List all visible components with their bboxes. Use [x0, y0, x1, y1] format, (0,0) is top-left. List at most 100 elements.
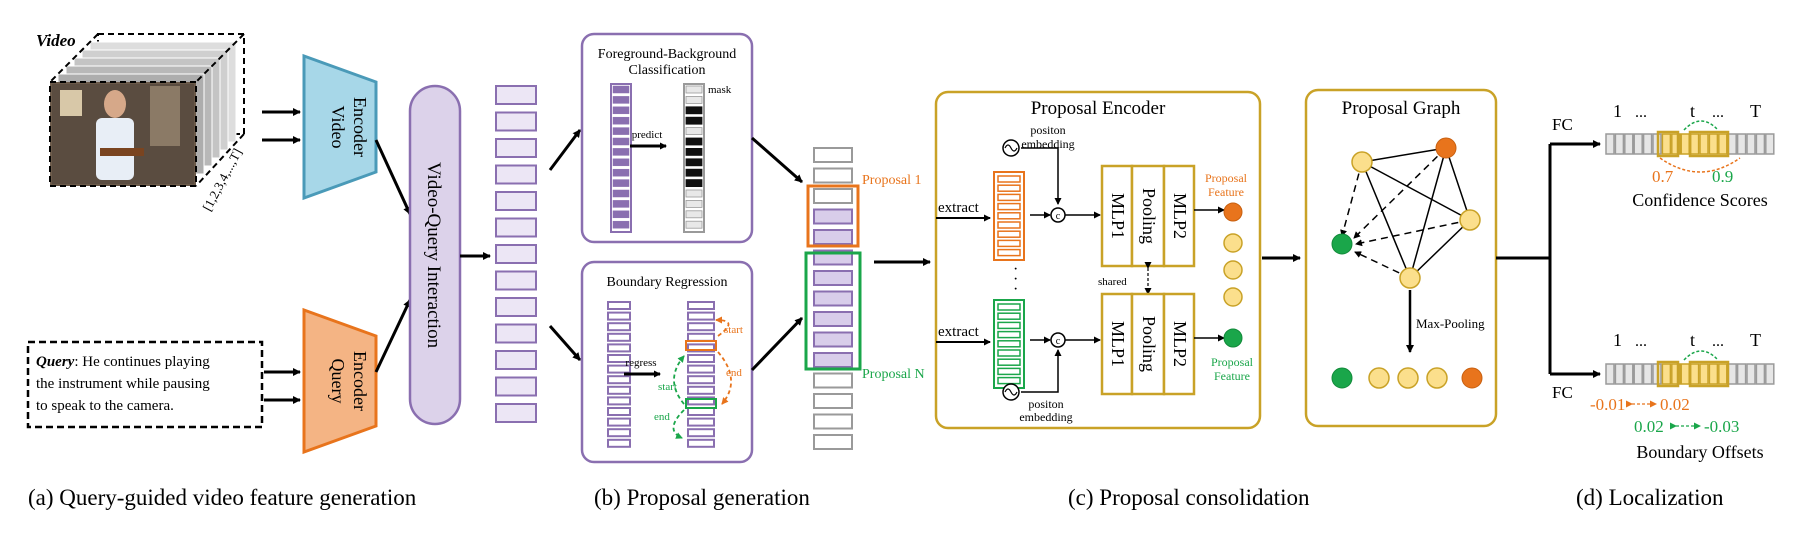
mlp1-bottom — [1100, 292, 1134, 396]
extracted-cell — [997, 230, 1021, 238]
mask-cell — [685, 210, 703, 219]
max-pooling-label: Max-Pooling — [1416, 316, 1485, 331]
extracted-cell — [997, 184, 1021, 192]
segment-box-a — [1656, 360, 1680, 388]
fg-feature-cell — [612, 137, 630, 146]
pooling-label-top: Pooling — [1139, 188, 1159, 244]
br-regressed-cell — [687, 396, 715, 406]
proposal-n-box — [804, 251, 862, 371]
start-label-orange: start — [724, 324, 743, 336]
extracted-cell — [997, 358, 1021, 366]
pooled-node-orange — [1461, 367, 1483, 389]
br-regressed-cell — [687, 322, 715, 332]
mask-cell — [685, 137, 703, 146]
index-dots-bottom-1: ... — [1635, 333, 1647, 350]
fg-feature-column — [610, 83, 632, 233]
proposal-cell — [813, 229, 853, 245]
sequence-cell — [1642, 363, 1653, 385]
query-line-1: : He continues playing — [74, 354, 210, 370]
pooled-node-green — [1331, 367, 1353, 389]
fg-feature-cell — [612, 158, 630, 167]
extracted-cell — [997, 212, 1021, 220]
sequence-cell — [1727, 363, 1737, 385]
extracted-cell — [997, 376, 1021, 385]
extracted-cell — [997, 349, 1021, 357]
sequence-cell — [1708, 133, 1719, 155]
proposal-feature-label-top-2: Feature — [1208, 185, 1244, 199]
index-dots-bottom-2: ... — [1712, 333, 1724, 350]
mask-cell — [685, 189, 703, 198]
proposal-feature-node-orange — [1223, 202, 1243, 222]
sequence-cell — [1746, 133, 1756, 155]
extracted-cell — [997, 330, 1021, 339]
sequence-cell — [1765, 133, 1775, 155]
graph-node — [1459, 209, 1481, 231]
video-feature-cell — [495, 164, 537, 185]
end-arrow-orange — [717, 351, 732, 405]
video-feature-cell — [495, 191, 537, 211]
graph-edges — [1340, 147, 1471, 279]
proposal-feature-node — [1223, 287, 1243, 307]
br-regressed-cell — [687, 311, 715, 321]
proposal-feature-node-green — [1223, 328, 1243, 348]
sequence-cell — [1699, 133, 1709, 155]
sequence-cell — [1755, 363, 1766, 385]
segment-box-a — [1656, 130, 1680, 158]
offset-value-b: 0.02 — [1660, 395, 1690, 414]
fg-feature-cell — [612, 96, 630, 104]
fg-feature-cell — [612, 179, 630, 187]
index-t-bottom: t — [1690, 330, 1695, 350]
br-regressed-cell — [687, 332, 715, 342]
extracted-cell — [997, 340, 1021, 348]
video-feature-cell — [495, 297, 537, 317]
fg-feature-cell — [612, 210, 630, 219]
predict-label: predict — [632, 129, 663, 141]
proposal-cell — [813, 270, 853, 286]
sequence-cell — [1605, 363, 1615, 385]
video-encoder-line-1: Video — [328, 106, 348, 149]
caption-b: (b) Proposal generation — [594, 485, 810, 510]
index-1-bottom: 1 — [1613, 330, 1622, 350]
arrow-features-fg — [548, 129, 582, 171]
proposal-cell — [813, 188, 853, 204]
extracted-cell — [997, 193, 1021, 202]
branch-dots: · — [1013, 261, 1018, 278]
fg-feature-cell — [612, 106, 630, 115]
video-feature-cell — [495, 270, 537, 291]
embedding-label-top: embedding — [1021, 137, 1074, 151]
video-feature-cell — [495, 111, 537, 132]
sequence-cell — [1661, 133, 1672, 155]
br-feature-cell — [607, 322, 631, 332]
video-feature-cell — [495, 138, 537, 158]
sequence-cell — [1614, 133, 1625, 155]
proposal-feature-label-bottom-1: Proposal — [1211, 355, 1254, 369]
sequence-cell — [1718, 363, 1728, 385]
video-encoder — [302, 53, 378, 201]
sequence-cell — [1699, 363, 1709, 385]
br-feature-cell — [607, 407, 631, 416]
graph-node-green — [1331, 233, 1353, 255]
interaction-label: Video-Query Interaction — [423, 162, 444, 349]
proposal-cell — [813, 434, 853, 450]
graph-node-orange — [1435, 137, 1457, 159]
br-regressed-cell — [687, 364, 715, 374]
mlp2-label-bottom: MLP2 — [1170, 321, 1190, 367]
offset-value-a: -0.01 — [1590, 395, 1625, 414]
br-feature-cell — [607, 385, 631, 395]
video-feature-cell — [495, 350, 537, 370]
embedding-label-bottom: embedding — [1019, 410, 1072, 424]
offset-value-c: 0.02 — [1634, 417, 1664, 436]
embedding-arrow-top — [1021, 147, 1062, 205]
pooling-top — [1130, 164, 1166, 268]
start-label-green: start — [658, 381, 677, 393]
video-encoder-line-2: Encoder — [350, 97, 370, 157]
extracted-cell — [997, 221, 1021, 229]
br-green-box — [685, 398, 717, 409]
br-regressed-cell — [687, 407, 715, 416]
br-feature-cell — [607, 375, 631, 385]
conf-value-b: 0.9 — [1712, 167, 1733, 186]
br-regressed-cell — [687, 354, 715, 363]
mlp1-label-top: MLP1 — [1108, 193, 1128, 239]
arrow-br-proposals — [750, 316, 804, 372]
proposal-1-label: Proposal 1 — [862, 173, 922, 188]
